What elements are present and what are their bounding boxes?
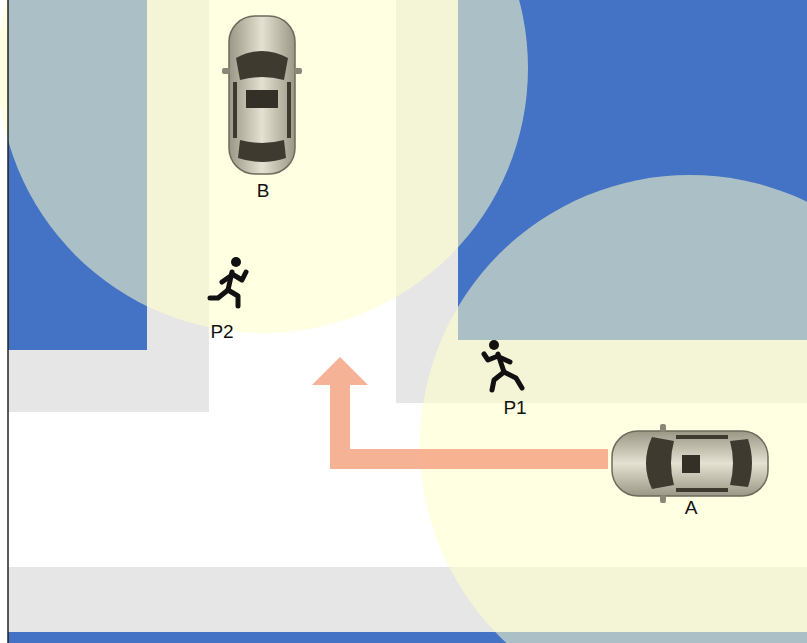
car-a	[612, 424, 768, 503]
pedestrian-p1	[484, 340, 522, 390]
pedestrian-label: P2	[210, 322, 233, 341]
car-b	[222, 16, 302, 174]
pedestrian-label: P1	[503, 398, 526, 417]
car-label: B	[257, 181, 270, 200]
path-arrow	[312, 357, 608, 469]
car-label: A	[685, 498, 698, 517]
pedestrian-p2	[210, 257, 246, 306]
